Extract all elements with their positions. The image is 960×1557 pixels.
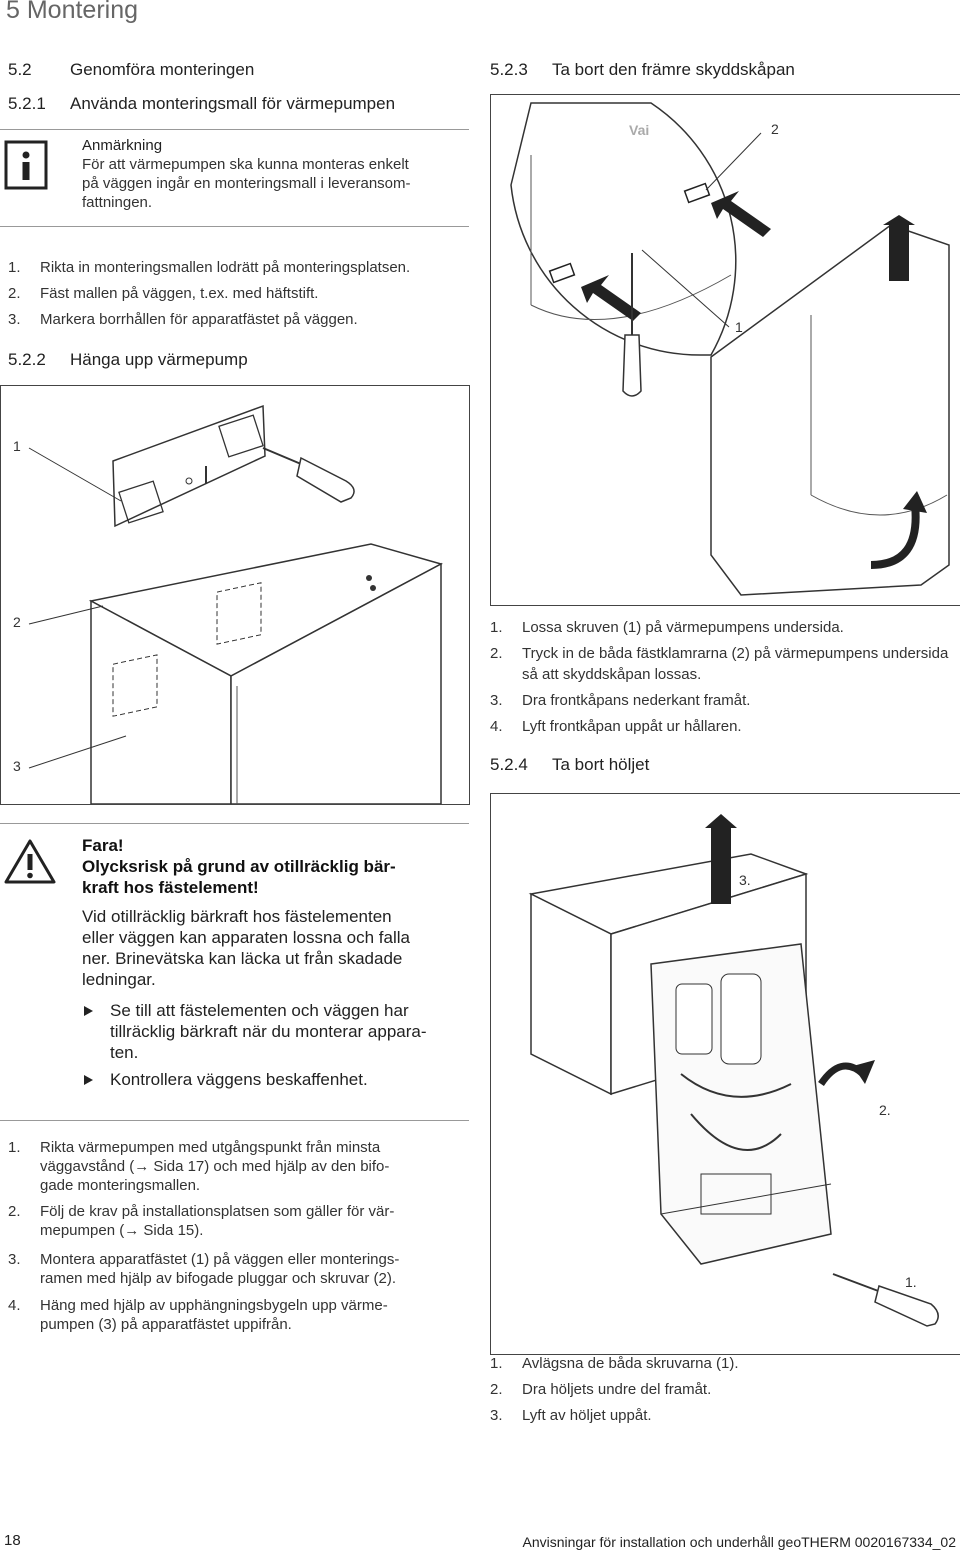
callout-2: 2. — [879, 1102, 891, 1118]
figure-mounting: 1 2 3 — [0, 385, 470, 805]
list-item: Häng med hjälp av upphängningsbygeln upp… — [40, 1297, 388, 1333]
mounting-illustration — [28, 404, 443, 805]
note-title: Anmärkning — [82, 137, 163, 154]
list-item: 2.Fäst mallen på väggen, t.ex. med häfts… — [8, 285, 319, 302]
note-bottom-rule — [0, 226, 469, 227]
list-item: Följ de krav på installationsplatsen som… — [40, 1203, 395, 1239]
steps-5-2-4: 1.Avlägsna de båda skruvarna (1). 2.Dra … — [490, 1353, 955, 1431]
list-item: 2.Dra höljets undre del framåt. — [490, 1381, 712, 1398]
callout-1: 1. — [905, 1274, 917, 1290]
casing-illustration — [528, 814, 939, 1327]
chapter-title: 5 Montering — [6, 0, 139, 24]
note-line: För att värmepumpen ska kunna monteras e… — [82, 156, 409, 173]
list-item: 1.Lossa skruven (1) på värmepumpens unde… — [490, 619, 844, 636]
list-item: 3.Lyft av höljet uppåt. — [490, 1407, 652, 1424]
warning-bottom-rule — [0, 1120, 469, 1121]
list-item: Montera apparatfästet (1) på väggen elle… — [40, 1251, 400, 1287]
document-title: Anvisningar för installation och underhå… — [522, 1534, 956, 1550]
bullet-arrow-icon — [84, 1075, 93, 1085]
warning-text-line: ner. Brinevätska kan läcka ut från skada… — [82, 949, 403, 968]
warning-triangle-icon — [4, 838, 56, 886]
list-item: 3.Dra frontkåpans nederkant framåt. — [490, 692, 751, 709]
svg-text:Vai: Vai — [629, 122, 649, 138]
page-number: 18 — [4, 1532, 21, 1549]
list-item: Rikta värmepumpen med utgångspunkt från … — [40, 1139, 390, 1194]
figure-front-cover: Vai 2 1 — [490, 94, 960, 606]
steps-5-2-3: 1.Lossa skruven (1) på värmepumpens unde… — [490, 617, 955, 742]
list-item: 2.Tryck in de båda fästklamrarna (2) på … — [490, 645, 949, 683]
note-block: Anmärkning För att värmepumpen ska kunna… — [82, 136, 411, 212]
front-cover-illustration: Vai — [510, 102, 950, 596]
list-item: 4.Lyft frontkåpan uppåt ur hållaren. — [490, 718, 742, 735]
step-number: 2. — [8, 1203, 21, 1220]
warning-block: Fara! Olycksrisk på grund av otillräckli… — [82, 835, 462, 1090]
callout-2: 2 — [13, 614, 21, 630]
callout-1: 1 — [735, 319, 743, 335]
note-line: på väggen ingår en monteringsmall i leve… — [82, 175, 411, 192]
warning-title: Fara! — [82, 836, 124, 855]
warning-subtitle-line: kraft hos fästelement! — [82, 878, 259, 897]
warning-text-line: ledningar. — [82, 970, 156, 989]
note-line: fattningen. — [82, 194, 153, 211]
warning-top-rule — [0, 823, 469, 824]
callout-2: 2 — [771, 121, 779, 137]
bullet-arrow-icon — [84, 1006, 93, 1016]
figure-casing: 3. 2. 1. — [490, 793, 960, 1355]
list-item: 1.Rikta in monteringsmallen lodrätt på m… — [8, 259, 411, 276]
warning-bullet: Kontrollera väggens beskaffenhet. — [82, 1069, 462, 1090]
step-number: 3. — [8, 1251, 21, 1268]
callout-3: 3 — [13, 758, 21, 774]
warning-subtitle-line: Olycksrisk på grund av otillräcklig bär- — [82, 857, 396, 876]
warning-text-line: eller väggen kan apparaten lossna och fa… — [82, 928, 410, 947]
steps-5-2-1: 1.Rikta in monteringsmallen lodrätt på m… — [8, 257, 468, 335]
info-icon — [4, 140, 52, 192]
callout-3: 3. — [739, 872, 751, 888]
step-number: 1. — [8, 1139, 21, 1156]
warning-text-line: Vid otillräcklig bärkraft hos fästelemen… — [82, 907, 392, 926]
list-item: 3.Markera borrhållen för apparatfästet p… — [8, 311, 358, 328]
warning-bullet: Se till att fästelementen och väggen har… — [82, 1000, 462, 1063]
callout-1: 1 — [13, 438, 21, 454]
step-number: 4. — [8, 1297, 21, 1314]
list-item: 1.Avlägsna de båda skruvarna (1). — [490, 1355, 739, 1372]
note-top-rule — [0, 129, 469, 130]
